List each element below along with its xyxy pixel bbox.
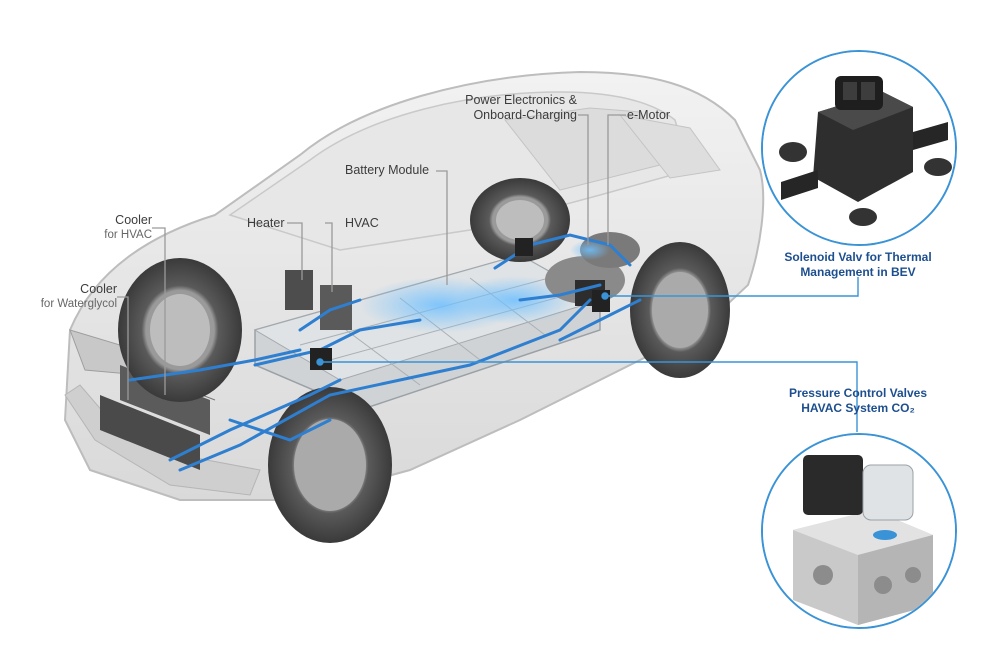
label-heater: Heater (247, 216, 285, 230)
label-cooler-waterglycol: Cooler for Waterglycol (40, 282, 117, 310)
label-hvac: HVAC (345, 216, 379, 230)
label-power-electronics: Power Electronics & Onboard-Charging (465, 93, 577, 122)
label-e-motor: e-Motor (627, 108, 671, 122)
callout-connectors (316, 277, 859, 432)
label-battery-module: Battery Module (345, 163, 430, 177)
solenoid-valve-image (763, 52, 955, 244)
pressure-valve-image (763, 435, 955, 627)
callout-solenoid: Solenoid Valv for Thermal Management in … (784, 250, 932, 279)
wheel-front-right (268, 387, 392, 543)
solenoid-valve-circle (761, 50, 957, 246)
leader-lines (117, 114, 626, 400)
heater-block (285, 270, 313, 310)
valve-rear (515, 238, 533, 256)
pressure-valve-circle (761, 433, 957, 629)
callout-pressure: Pressure Control Valves HAVAC System CO₂ (788, 386, 928, 415)
wheel-rear-right (630, 242, 730, 378)
label-cooler-hvac: Cooler for HVAC (104, 213, 152, 241)
